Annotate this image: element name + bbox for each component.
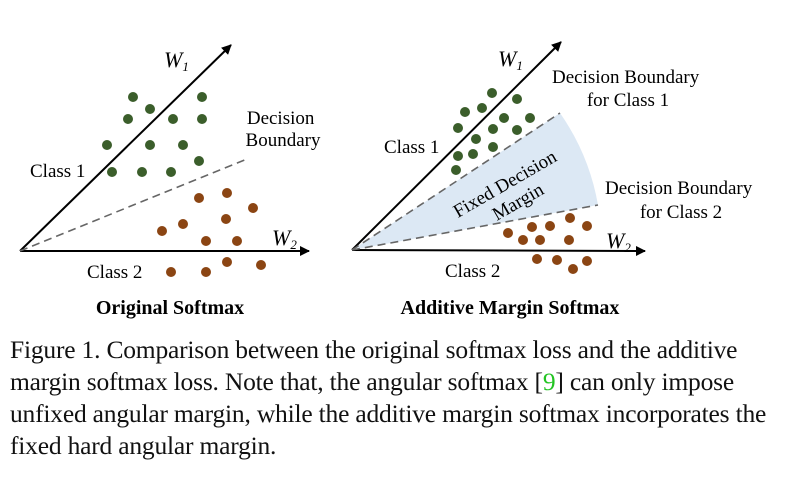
w1-label: W1 <box>164 47 189 74</box>
figure-caption: Figure 1. Comparison between the origina… <box>10 334 800 462</box>
boundary-class2-label: Decision Boundary for Class 2 <box>605 178 757 223</box>
citation-link[interactable]: 9 <box>542 367 556 396</box>
boundary-class2-line <box>351 204 599 251</box>
class1-points <box>451 88 535 175</box>
decision-boundary-label: Decision Boundary <box>246 108 321 151</box>
class1-label: Class 1 <box>30 161 85 182</box>
right-panel-title: Additive Margin Softmax <box>401 297 620 319</box>
class2-points <box>157 188 266 277</box>
w1-axis <box>351 41 562 251</box>
w1-axis <box>19 44 232 252</box>
w2-label: W2 <box>606 228 631 255</box>
class1-points <box>102 92 207 177</box>
class2-label: Class 2 <box>445 261 500 282</box>
right-panel: W1 W2 Class 1 Class 2 Decision Boundary … <box>351 41 757 319</box>
left-panel-title: Original Softmax <box>96 297 244 319</box>
figure-diagram: W1 W2 Class 1 Class 2 Decision Boundary … <box>19 41 757 319</box>
left-panel: W1 W2 Class 1 Class 2 Decision Boundary … <box>19 44 321 319</box>
boundary-class1-label: Decision Boundary for Class 1 <box>552 67 704 111</box>
class2-points <box>503 213 592 274</box>
class1-label: Class 1 <box>384 137 439 158</box>
caption-text: Figure 1. Comparison between the origina… <box>10 335 738 396</box>
decision-boundary-line <box>19 158 248 252</box>
w1-label: W1 <box>498 46 523 73</box>
class2-label: Class 2 <box>87 262 142 283</box>
caption-text-continued: ] can only impose unfixed angular margin… <box>10 367 767 460</box>
w2-label: W2 <box>272 225 297 252</box>
fixed-margin-region <box>352 113 598 250</box>
w2-axis <box>351 245 646 256</box>
boundary-class1-line <box>351 112 561 251</box>
